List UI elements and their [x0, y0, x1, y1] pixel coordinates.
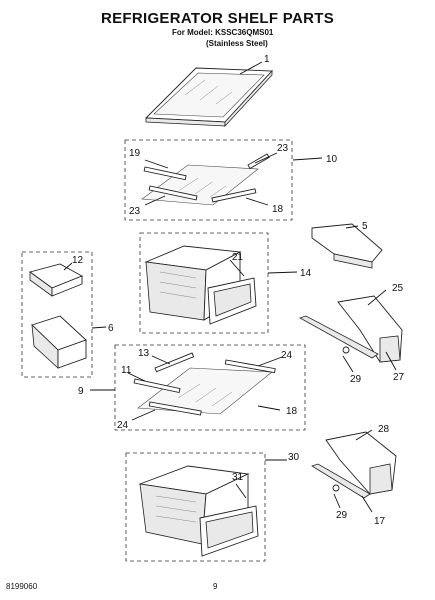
crisper-drawer-14	[144, 245, 298, 325]
callout-23-top: 23	[277, 143, 289, 154]
callout-1: 1	[264, 54, 270, 65]
callout-18-upper: 18	[272, 204, 284, 215]
group-9-outline	[114, 344, 306, 431]
callout-29-upper: 29	[350, 374, 362, 385]
shelf-10-assembly	[141, 152, 323, 206]
group-14-outline	[139, 232, 269, 334]
callout-24-bottom: 24	[117, 420, 129, 431]
page-number: 9	[213, 582, 218, 591]
callout-25: 25	[392, 283, 404, 294]
callout-11: 11	[121, 365, 132, 376]
group-10-outline	[124, 139, 293, 221]
callout-27: 27	[393, 372, 405, 383]
shelf-9-assembly	[90, 352, 283, 421]
part-25-bracket	[299, 289, 403, 373]
group-30-outline	[125, 452, 266, 562]
callout-31: 31	[232, 472, 244, 483]
callout-19: 19	[129, 148, 141, 159]
callout-5: 5	[362, 221, 368, 232]
callout-13: 13	[138, 348, 150, 359]
part-5-cover	[311, 223, 383, 269]
lower-drawer-30	[138, 459, 287, 557]
diagram-title: REFRIGERATOR SHELF PARTS	[100, 10, 335, 27]
callout-23-bottom: 23	[129, 206, 141, 217]
callout-6: 6	[108, 323, 114, 334]
group-6-outline	[21, 251, 93, 378]
callout-18-lower: 18	[286, 406, 298, 417]
callout-9: 9	[78, 386, 84, 397]
dairy-bin-assembly	[28, 262, 107, 369]
callout-21: 21	[232, 252, 244, 263]
callout-28: 28	[378, 424, 390, 435]
part-28-bracket	[311, 429, 397, 513]
document-number: 8199060	[6, 582, 38, 591]
callout-24-top: 24	[281, 350, 293, 361]
callout-29-lower: 29	[336, 510, 348, 521]
top-shelf-assembly	[144, 61, 273, 128]
callout-12: 12	[72, 255, 84, 266]
callout-10: 10	[326, 154, 338, 165]
callout-30: 30	[288, 452, 300, 463]
model-line: For Model: KSSC36QMS01	[172, 28, 274, 37]
callout-17: 17	[374, 516, 386, 527]
callout-14: 14	[300, 268, 312, 279]
finish-label: (Stainless Steel)	[206, 39, 268, 48]
